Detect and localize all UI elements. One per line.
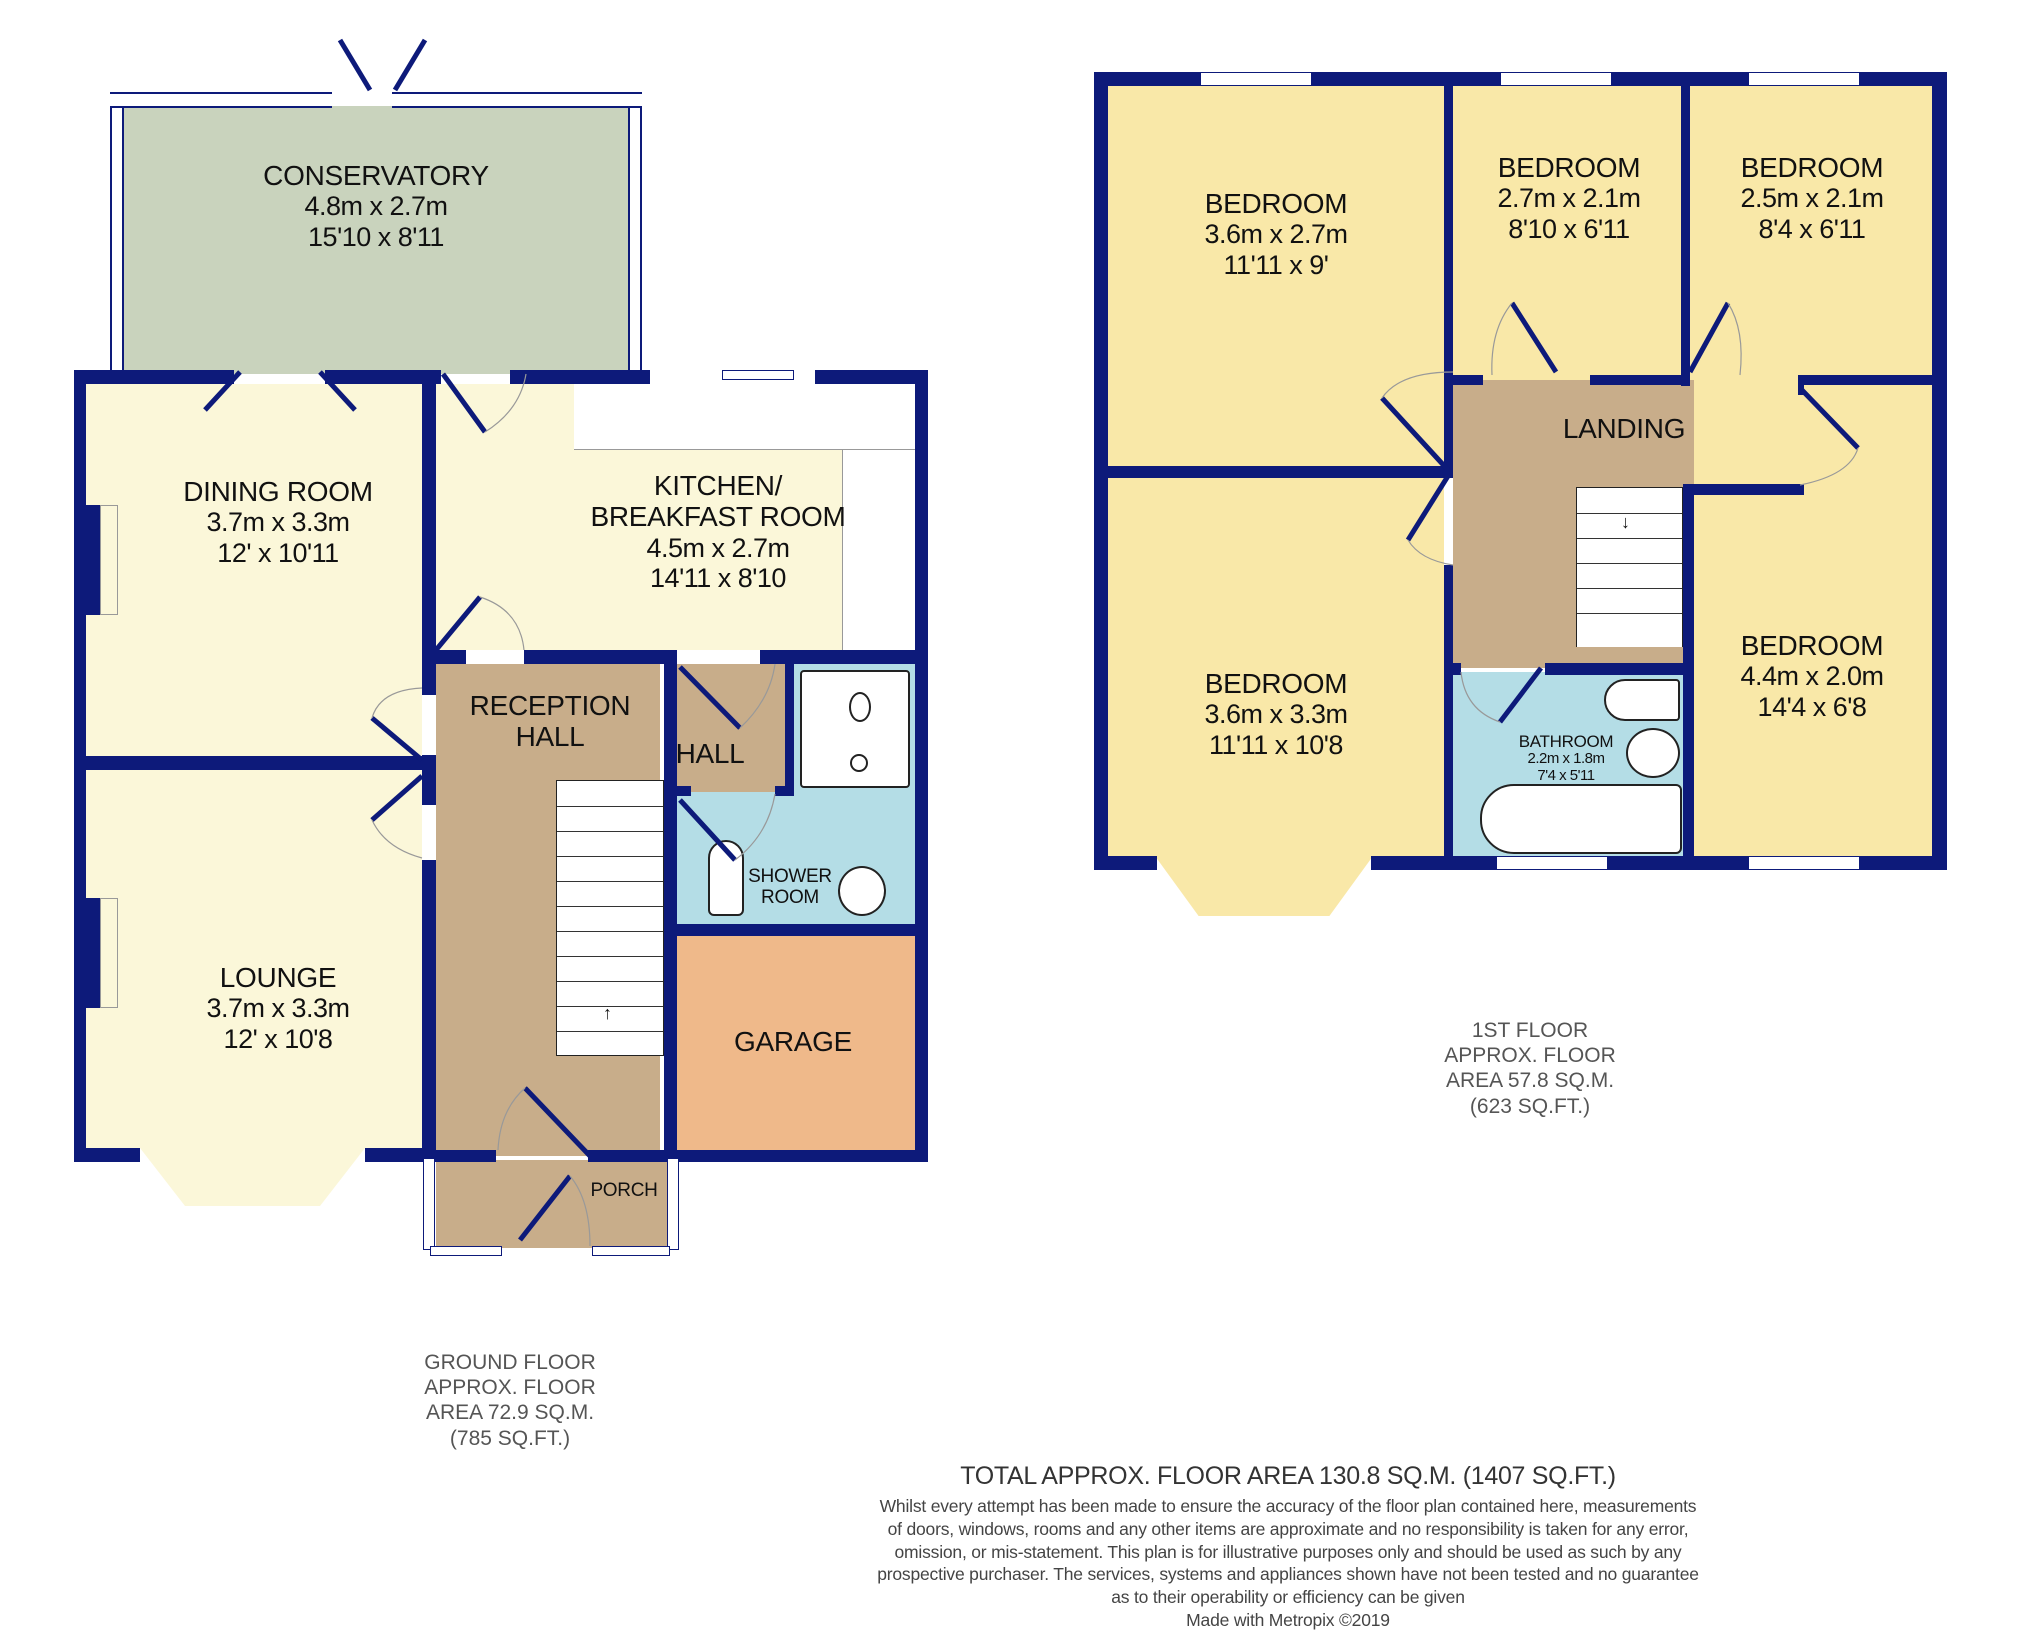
wall: [1444, 86, 1453, 466]
room-conservatory: [120, 106, 632, 374]
shower-tray-icon: [800, 670, 910, 788]
window: [667, 1158, 679, 1250]
window: [423, 1158, 435, 1250]
wall: [74, 756, 436, 770]
label-dining-room: DINING ROOM 3.7m x 3.3m 12' x 10'11: [183, 476, 373, 568]
wall: [74, 370, 234, 384]
wall: [510, 370, 650, 384]
wall: [1094, 856, 1157, 870]
wall: [664, 650, 677, 1160]
window: [1500, 72, 1612, 86]
wall: [785, 664, 794, 794]
wall: [588, 1150, 928, 1162]
basin-icon: [838, 866, 886, 916]
label-garage: GARAGE: [733, 1026, 853, 1057]
wall: [422, 860, 436, 1160]
disclaimer: Whilst every attempt has been made to en…: [877, 1496, 1699, 1630]
stair-down-arrow-icon: ↓: [1621, 512, 1630, 532]
label-bedroom-right-bottom: BEDROOM 4.4m x 2.0m 14'4 x 6'8: [1740, 630, 1884, 722]
conservatory-glazing-right: [628, 92, 642, 372]
window: [430, 1246, 502, 1256]
room-bedroom-right-bottom: [1694, 380, 1932, 856]
wall: [760, 650, 928, 664]
toilet-icon: [1604, 679, 1680, 721]
floor-plan-footer: TOTAL APPROX. FLOOR AREA 130.8 SQ.M. (14…: [877, 1462, 1699, 1632]
label-reception-hall: RECEPTION HALL: [469, 690, 631, 753]
room-bedroom-bay: [1108, 478, 1444, 856]
wall: [524, 650, 674, 664]
wall: [915, 370, 928, 1162]
window: [1496, 856, 1608, 870]
wall: [1590, 375, 1690, 385]
wall: [677, 786, 691, 796]
label-bathroom: BATHROOM 2.2m x 1.8m 7'4 x 5'11: [1518, 732, 1614, 784]
label-landing: LANDING: [1562, 413, 1686, 444]
room-porch: [436, 1160, 668, 1248]
fireplace-dining: [86, 505, 100, 615]
first-floor-area-info: 1ST FLOOR APPROX. FLOOR AREA 57.8 SQ.M. …: [1444, 1019, 1616, 1118]
kitchen-worktop: [574, 384, 915, 450]
label-conservatory: CONSERVATORY 4.8m x 2.7m 15'10 x 8'11: [263, 160, 489, 252]
label-lounge: LOUNGE 3.7m x 3.3m 12' x 10'8: [206, 962, 350, 1054]
window: [592, 1246, 670, 1256]
staircase-first: ↓: [1576, 487, 1683, 647]
room-lounge: [86, 770, 422, 1148]
window: [722, 370, 794, 380]
wall: [1798, 375, 1932, 385]
wall: [1932, 72, 1947, 870]
window: [1200, 72, 1312, 86]
wall: [1453, 663, 1461, 675]
stair-up-arrow-icon: ↑: [603, 1003, 612, 1023]
wall: [1683, 484, 1804, 495]
wall: [1683, 484, 1694, 856]
label-shower-room: SHOWER ROOM: [748, 866, 832, 909]
ground-floor-area-info: GROUND FLOOR APPROX. FLOOR AREA 72.9 SQ.…: [424, 1351, 596, 1450]
wall: [422, 370, 436, 695]
conservatory-glazing-left: [110, 92, 124, 372]
label-kitchen: KITCHEN/ BREAKFAST ROOM 4.5m x 2.7m 14'1…: [590, 470, 846, 593]
wall: [365, 1148, 436, 1162]
total-floor-area: TOTAL APPROX. FLOOR AREA 130.8 SQ.M. (14…: [960, 1462, 1616, 1490]
label-bedroom-middle: BEDROOM 2.7m x 2.1m 8'10 x 6'11: [1497, 152, 1641, 244]
room-bedroom-middle: [1453, 86, 1681, 380]
label-hall: HALL: [675, 738, 745, 769]
lounge-bay: [140, 1148, 365, 1206]
wall: [436, 1150, 496, 1162]
wall: [775, 786, 794, 796]
conservatory-glazing-top-right: [392, 92, 642, 108]
staircase-ground: ↑: [556, 780, 664, 1056]
wall: [664, 924, 928, 936]
fireplace-lounge: [86, 898, 100, 1008]
wall: [1444, 565, 1453, 856]
wall: [1545, 663, 1687, 675]
bedroom-bay-window-area: [1155, 856, 1373, 916]
wall: [1798, 375, 1804, 395]
wall: [1371, 856, 1947, 870]
kitchen-worktop-side: [842, 450, 915, 650]
wall: [815, 370, 925, 384]
window: [1748, 856, 1860, 870]
label-bedroom-bay: BEDROOM 3.6m x 3.3m 11'11 x 10'8: [1204, 668, 1348, 760]
room-dining: [86, 384, 422, 756]
wall: [1094, 466, 1453, 478]
window: [1748, 72, 1860, 86]
wall: [1453, 375, 1483, 385]
basin-icon: [1626, 728, 1680, 778]
label-bedroom-right-top: BEDROOM 2.5m x 2.1m 8'4 x 6'11: [1740, 152, 1884, 244]
label-bedroom-front-left: BEDROOM 3.6m x 2.7m 11'11 x 9': [1204, 188, 1348, 280]
room-hall: [677, 664, 785, 792]
conservatory-glazing-top-left: [110, 92, 332, 108]
toilet-icon: [708, 840, 744, 916]
wall: [436, 650, 466, 664]
room-garage: [677, 936, 916, 1150]
wall: [74, 1148, 140, 1162]
fireplace-hearth-lounge: [100, 898, 118, 1008]
label-porch: PORCH: [590, 1180, 658, 1201]
bath-icon: [1480, 784, 1682, 854]
fireplace-hearth-dining: [100, 505, 118, 615]
metropix-credit: Made with Metropix ©2019: [1186, 1609, 1390, 1630]
wall: [1681, 86, 1690, 386]
